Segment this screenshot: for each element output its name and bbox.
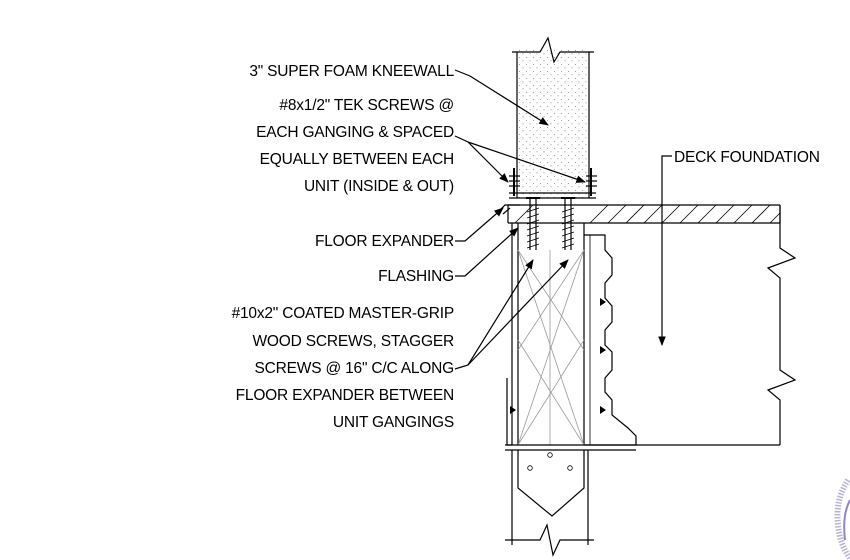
deck-edge-break [766,205,797,445]
label-wood-screws-line3: SCREWS @ 16" C/C ALONG [255,360,454,377]
label-floor-expander: FLOOR EXPANDER [315,233,454,250]
label-kneewall: 3" SUPER FOAM KNEEWALL [249,63,454,80]
wood-screw-right [561,197,575,250]
support-post [505,444,780,557]
wood-screw-left [526,197,540,250]
label-wood-screws-line2: WOOD SCREWS, STAGGER [252,333,454,350]
label-flashing: FLASHING [378,268,454,285]
leader-tek-screws [454,135,586,183]
label-tek-screws-line1: #8x1/2" TEK SCREWS @ [279,97,454,114]
callout-labels: 3" SUPER FOAM KNEEWALL #8x1/2" TEK SCREW… [232,63,820,431]
label-deck-foundation: DECK FOUNDATION [674,149,820,166]
deck-foundation-leader [658,155,672,346]
tek-screw-left [509,168,520,196]
floor-expander [497,204,781,224]
foam-kneewall [509,36,596,199]
label-wood-screws-line4: FLOOR EXPANDER BETWEEN [236,387,454,404]
joist-hanger [510,234,637,446]
label-tek-screws-line2: EACH GANGING & SPACED [256,124,454,141]
label-wood-screws-line1: #10x2" COATED MASTER-GRIP [232,305,454,322]
label-wood-screws-line5: UNIT GANGINGS [333,414,454,431]
label-tek-screws-line4: UNIT (INSIDE & OUT) [304,178,454,195]
seal-fragment [834,478,850,560]
wood-beam [511,223,585,446]
tek-screw-right [586,168,597,196]
leader-wood-screws [454,259,569,370]
leader-floor-expander [455,207,504,242]
label-tek-screws-line3: EQUALLY BETWEEN EACH [260,151,454,168]
leader-kneewall [454,69,549,126]
leader-flashing [455,227,519,277]
